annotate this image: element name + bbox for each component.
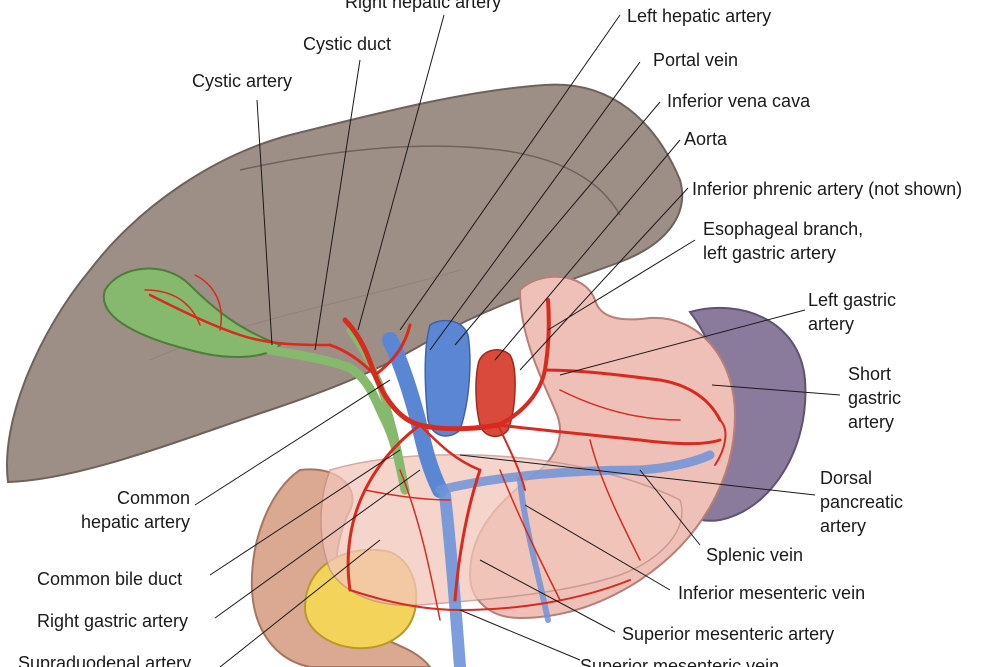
label-common-hepatic-line1: Common (116, 488, 190, 508)
label-short-gastric-line3: artery (848, 412, 895, 432)
label-splenic-vein: Splenic vein (706, 545, 804, 565)
label-dorsal-pancreatic-line1: Dorsal (820, 468, 873, 488)
label-inferior-phrenic-artery: Inferior phrenic artery (not shown) (692, 179, 963, 199)
label-cystic-duct: Cystic duct (303, 34, 392, 54)
pancreas-body (320, 454, 683, 607)
label-left-hepatic-artery: Left hepatic artery (627, 6, 772, 26)
label-supraduodenal-artery: Supraduodenal artery (18, 653, 192, 667)
label-esophageal-branch-line2: left gastric artery (703, 243, 837, 263)
label-esophageal-branch-line1: Esophageal branch, (703, 219, 864, 239)
label-dorsal-pancreatic-artery: Dorsal pancreatic artery (820, 466, 903, 538)
label-left-gastric-line2: artery (808, 314, 855, 334)
aorta-shape (475, 349, 516, 437)
liver (6, 83, 684, 484)
ivc-shape (424, 319, 471, 437)
splenic-vein-path (435, 450, 715, 495)
label-short-gastric-line2: gastric (848, 388, 902, 408)
label-inferior-mesenteric-vein: Inferior mesenteric vein (678, 583, 866, 603)
im-vein-path (517, 477, 551, 623)
label-cystic-artery: Cystic artery (192, 71, 293, 91)
label-dorsal-pancreatic-line2: pancreatic (820, 492, 904, 512)
label-portal-vein: Portal vein (653, 50, 739, 70)
label-esophageal-branch: Esophageal branch, left gastric artery (703, 217, 863, 265)
arterial-tree (144, 274, 727, 621)
label-aorta: Aorta (684, 129, 728, 149)
label-common-hepatic-line2: hepatic artery (80, 512, 190, 532)
label-superior-mesenteric-vein: Superior mesenteric vein (580, 656, 780, 667)
label-right-gastric-artery: Right gastric artery (37, 611, 189, 631)
label-inferior-vena-cava: Inferior vena cava (667, 91, 811, 111)
liver-ridge (239, 145, 621, 216)
label-left-gastric-line1: Left gastric (808, 290, 897, 310)
portal-vein-path (382, 332, 448, 498)
label-dorsal-pancreatic-line3: artery (820, 516, 867, 536)
label-superior-mesenteric-artery: Superior mesenteric artery (622, 624, 835, 644)
label-short-gastric-artery: Short gastric artery (848, 362, 901, 434)
label-common-hepatic-artery: Common hepatic artery (40, 486, 190, 534)
leader-lines (194, 14, 841, 667)
label-short-gastric-line1: Short (848, 364, 892, 384)
sm-vein-path (439, 489, 466, 667)
label-right-hepatic-artery: Right hepatic artery (345, 0, 502, 12)
label-common-bile-duct: Common bile duct (37, 569, 183, 589)
label-left-gastric-artery: Left gastric artery (808, 288, 896, 336)
